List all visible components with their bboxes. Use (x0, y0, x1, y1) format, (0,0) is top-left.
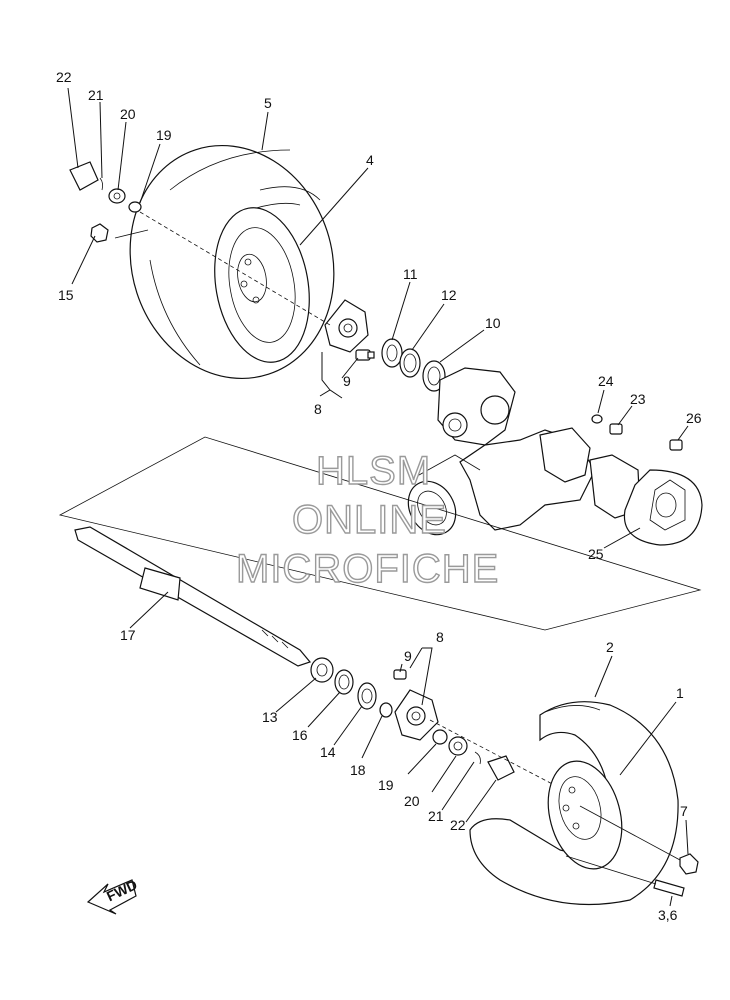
nut-15 (90, 223, 109, 243)
callout-19-lower: 19 (378, 777, 394, 793)
callout-17: 17 (120, 627, 136, 643)
o-ring-18 (379, 702, 393, 718)
nut-20-lower (448, 736, 468, 756)
callout-7: 7 (680, 803, 688, 819)
callout-13: 13 (262, 709, 278, 725)
cap-22-lower (487, 755, 515, 781)
seal-16 (334, 669, 354, 695)
seal-12 (399, 348, 421, 378)
lower-tire-2 (469, 701, 679, 906)
watermark-line-2: ONLINE (292, 498, 447, 542)
washer-24 (591, 414, 603, 424)
stud-bolt-3-6 (653, 879, 685, 897)
callout-3-6: 3,6 (658, 907, 678, 923)
callout-22-lower: 22 (450, 817, 466, 833)
bolt-23 (609, 423, 623, 435)
washer-19-lower (432, 729, 448, 745)
watermark: HLSM ONLINE MICROFICHE (235, 448, 499, 591)
lower-hub-8 (394, 689, 439, 741)
callout-22-upper: 22 (56, 69, 72, 85)
callout-20-lower: 20 (404, 793, 420, 809)
watermark-line-3: MICROFICHE (236, 547, 499, 591)
axle-housing (407, 367, 641, 536)
leader-lines (67, 87, 689, 907)
callout-21-upper: 21 (88, 87, 104, 103)
cotter-pin-21-lower (474, 751, 481, 765)
upper-bolt-9 (355, 349, 375, 361)
callout-4: 4 (366, 152, 374, 168)
nut-7 (679, 853, 699, 875)
callout-14: 14 (320, 744, 336, 760)
callout-26: 26 (686, 410, 702, 426)
cap-22-upper (69, 161, 99, 191)
seal-14 (357, 682, 377, 710)
callout-9-upper: 9 (343, 373, 351, 389)
callout-5: 5 (264, 95, 272, 111)
callout-16: 16 (292, 727, 308, 743)
callout-1: 1 (676, 685, 684, 701)
callout-19-upper: 19 (156, 127, 172, 143)
cotter-pin-21-upper (99, 177, 104, 191)
bearing-13 (310, 657, 334, 683)
callout-25: 25 (588, 546, 604, 562)
callout-11: 11 (403, 266, 418, 282)
callout-15: 15 (58, 287, 74, 303)
bearing-11 (381, 338, 403, 368)
callout-8-upper: 8 (314, 401, 322, 417)
callout-12: 12 (441, 287, 457, 303)
callout-24: 24 (598, 373, 614, 389)
bolt-26 (669, 439, 683, 451)
callout-10: 10 (485, 315, 501, 331)
nut-20-upper (108, 188, 126, 204)
callout-23: 23 (630, 391, 646, 407)
brake-disc-cover-25 (623, 469, 703, 546)
callout-labels: 22 21 20 19 5 4 15 11 12 10 9 8 24 23 26… (56, 69, 702, 923)
callout-21-lower: 21 (428, 808, 444, 824)
callout-9-lower: 9 (404, 648, 412, 664)
watermark-line-1: HLSM (316, 449, 431, 493)
lower-rim-1 (547, 760, 623, 870)
fwd-arrow-icon: FWD (86, 876, 140, 915)
callout-18: 18 (350, 762, 366, 778)
upper-hub-8 (324, 299, 369, 353)
callout-2: 2 (606, 639, 614, 655)
callout-8-lower: 8 (436, 629, 444, 645)
washer-19-upper (128, 201, 142, 213)
rear-axle-17 (74, 526, 312, 667)
callout-20-upper: 20 (120, 106, 136, 122)
